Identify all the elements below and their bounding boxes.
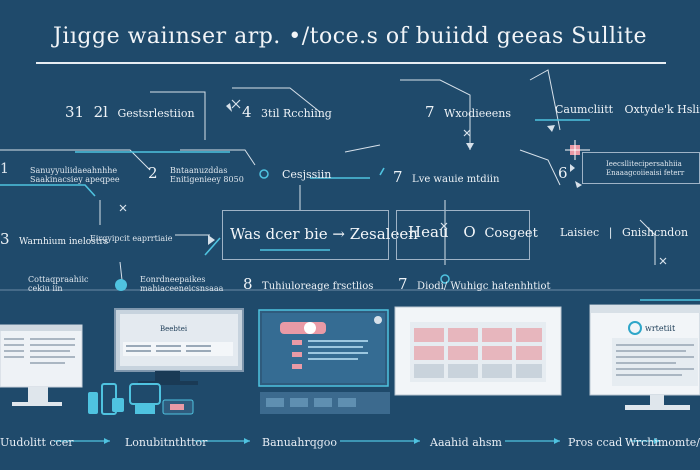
node-number: 3 — [0, 230, 10, 248]
node-label: Tuhiuloreage frsctlios — [262, 281, 374, 292]
node-label: Diodi/ Wuhigc hatenhhtiot — [417, 281, 551, 292]
x-marker-icon — [119, 99, 667, 265]
bottom-label: Wrchimomte∕ — [625, 436, 700, 449]
node-label-secondary: Oxtyde'k Hslinnits — [624, 103, 700, 116]
node-note: Eirgyipcit eaprrtiaie — [90, 234, 173, 243]
monitor-4 — [394, 306, 562, 396]
node-matching: 4 3til Rcchiing — [242, 103, 332, 121]
node-number: 31 — [65, 103, 85, 121]
node-number: 7 — [425, 103, 435, 121]
node-number: 4 — [242, 103, 252, 121]
node-technology: 8 Tuhiuloreage frsctlios — [243, 275, 373, 293]
node-label: 3til Rcchiing — [261, 107, 332, 120]
node-setup: 2 — [148, 164, 164, 182]
node-label: Lve wauie mtdiin — [412, 174, 500, 185]
bottom-label: Lonubitnthttor — [125, 436, 208, 449]
node-note: Eonrdneepaikes mahiaceeneicsnsaaa — [140, 275, 224, 293]
node-number: 2 — [148, 164, 158, 182]
stage-label: Heau O Cosgeet — [408, 223, 538, 241]
node-label: Gestsrlestiion — [117, 107, 195, 120]
bottom-label: Banuahrqgoo — [262, 436, 338, 449]
node-warehouse: 3 Warnhium inelostrs — [0, 230, 108, 248]
node-number: 2l — [93, 103, 108, 121]
node-number: 8 — [243, 275, 253, 293]
node-note: Sanuyyuliidaeahnhhe Saakinacsiey apeqpee — [30, 166, 120, 184]
stage-label-part: Cosgeet — [484, 226, 538, 241]
screen-title: wrtetiit — [645, 324, 676, 333]
device-icon — [88, 383, 194, 415]
monitor-2 — [114, 308, 244, 385]
target-icon — [115, 279, 127, 291]
bottom-label: Aaahid ahsm — [430, 436, 502, 449]
node-label: Laisiec — [560, 226, 600, 239]
monitor-1 — [0, 324, 83, 406]
node-note-left: 1 — [0, 162, 27, 176]
screen-title: Beebtei — [160, 325, 188, 333]
stage-label: Was dcer bie → Zesaleen — [230, 225, 418, 243]
target-icon — [440, 274, 450, 284]
target-icon — [259, 169, 269, 179]
stage-label-part: Heau — [408, 223, 449, 241]
node-number: 7 — [393, 168, 403, 186]
node-note: Bntaanuzddas Enitigenieey 8050 — [170, 166, 244, 184]
node-label: Wxodieeens — [444, 107, 511, 120]
node-commit: Caumcliitt Oxtyde'k Hslinnits — [555, 103, 700, 116]
node-label: Caumcliitt — [555, 103, 614, 116]
monitor-3 — [258, 309, 390, 414]
node-six: 6 — [558, 164, 568, 182]
page-title: Jiıgge waiınser arp. •/toce.s of buiidd … — [53, 24, 647, 49]
stage-number: O — [463, 223, 476, 241]
node-live: 7 Lve wauie mtdiin — [393, 168, 499, 186]
title-rule — [36, 62, 666, 64]
node-registration: 31 2l Gestsrlestiion — [65, 103, 195, 121]
bottom-label: Pros ccad — [568, 436, 623, 449]
node-label: Warnhium inelostrs — [19, 237, 109, 247]
pin-icon — [565, 140, 590, 160]
node-windows: 7 Wxodieeens — [425, 103, 511, 121]
node-number: 7 — [398, 275, 408, 293]
node-note: Cottaqpraahiic cekiu iin — [28, 275, 89, 293]
node-note: Ieecsllitecipersahhiia Enaaagcoiieaisi f… — [606, 160, 685, 177]
node-session: Cesjssiin — [282, 168, 332, 181]
monitor-5 — [589, 304, 700, 410]
bottom-label: Uudolitt ccer — [0, 436, 74, 449]
node-number: 1 — [0, 161, 9, 177]
stage-box — [396, 210, 530, 260]
node-label-secondary: Gnishcndon — [621, 226, 689, 239]
node-deploy: 7 Diodi/ Wuhigc hatenhhtiot — [398, 275, 550, 293]
node-logistics: Laisiec | Gnishcndon — [560, 226, 689, 239]
stage-box — [222, 210, 389, 260]
